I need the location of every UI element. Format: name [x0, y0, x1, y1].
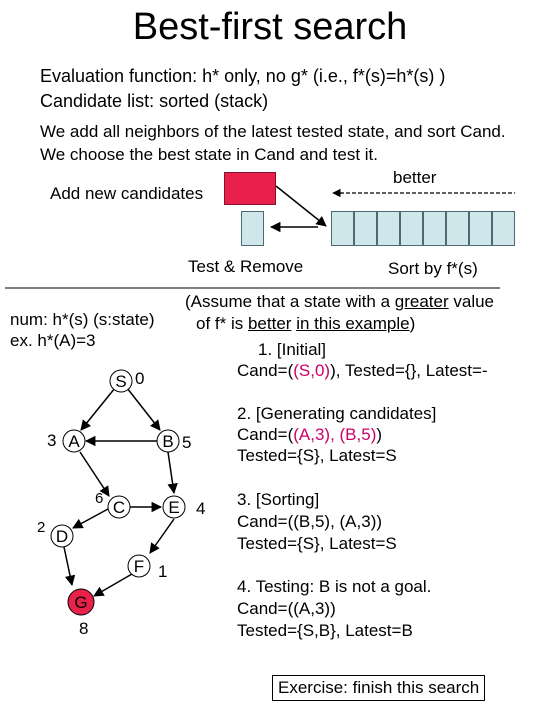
- node-s-h: 0: [135, 369, 144, 388]
- node-d-label: D: [56, 527, 68, 546]
- assume-note-line-2: of f* is better in this example): [196, 314, 416, 333]
- cand-cell: [492, 211, 515, 246]
- edge-s-b: [126, 387, 161, 431]
- node-a-label: A: [68, 432, 80, 451]
- cand-cell: [331, 211, 354, 246]
- better-label: better: [393, 168, 437, 187]
- node-e-label: E: [168, 498, 179, 517]
- node-b-h: 5: [182, 433, 191, 452]
- step-1-title: 1. [Initial]: [258, 340, 327, 359]
- step-2-cand: Cand=((A,3), (B,5)): [237, 425, 383, 444]
- node-g-label: G: [74, 593, 87, 612]
- step-3-title: 3. [Sorting]: [237, 490, 320, 509]
- cand-cell: [354, 211, 377, 246]
- edge-f-g: [93, 573, 133, 597]
- step-1-cand: Cand=((S,0)), Tested={}, Latest=-: [237, 361, 488, 380]
- node-c-label: C: [113, 498, 125, 517]
- add-new-candidates-label: Add new candidates: [50, 184, 204, 203]
- graph-node: D 2: [37, 519, 74, 548]
- step-4-cand: Cand=((A,3)): [237, 599, 336, 618]
- tested-state-box: [241, 211, 264, 246]
- edge-a-c: [79, 451, 110, 497]
- node-c-h: 6: [95, 490, 103, 507]
- num-note: num: h*(s) (s:state): [10, 310, 155, 329]
- add-arrow: [275, 185, 327, 227]
- graph-node: C 6: [95, 490, 131, 519]
- test-remove-label: Test & Remove: [188, 257, 304, 276]
- graph-node: A 3: [47, 429, 86, 453]
- edge-c-d: [72, 508, 109, 529]
- graph-node: F 1: [127, 554, 167, 581]
- cand-cell: [377, 211, 400, 246]
- edge-d-g: [63, 546, 76, 587]
- intro-line-3: We add all neighbors of the latest teste…: [40, 122, 506, 141]
- edge-b-e: [167, 451, 178, 495]
- graph-node: G 8: [67, 588, 95, 638]
- step-2-title: 2. [Generating candidates]: [237, 404, 437, 423]
- graph-node: S 0: [109, 369, 144, 393]
- node-f-label: F: [134, 557, 144, 576]
- step-4-title: 4. Testing: B is not a goal.: [237, 577, 432, 596]
- graph-node: E 4: [162, 495, 205, 519]
- step-3-cand: Cand=((B,5), (A,3)): [237, 512, 383, 531]
- graph-node: B 5: [156, 429, 191, 453]
- cand-cell: [446, 211, 469, 246]
- intro-line-4: We choose the best state in Cand and tes…: [40, 145, 378, 164]
- intro-line-1: Evaluation function: h* only, no g* (i.e…: [40, 66, 446, 86]
- edge-s-a: [80, 387, 116, 431]
- sort-by-label: Sort by f*(s): [388, 259, 478, 278]
- node-e-h: 4: [196, 499, 205, 518]
- new-candidates-box: [224, 172, 276, 205]
- step-4-tested: Tested={S,B}, Latest=B: [237, 621, 413, 640]
- node-s-label: S: [115, 372, 126, 391]
- edge-e-f: [149, 518, 175, 554]
- cand-cell: [400, 211, 423, 246]
- page-title: Best-first search: [132, 6, 408, 48]
- node-b-label: B: [162, 432, 173, 451]
- exercise-box: Exercise: finish this search: [272, 675, 486, 701]
- example-note: ex. h*(A)=3: [10, 331, 96, 350]
- step-3-tested: Tested={S}, Latest=S: [237, 534, 397, 553]
- node-f-h: 1: [158, 562, 167, 581]
- node-g-h: 8: [79, 619, 88, 638]
- cand-cell: [469, 211, 492, 246]
- cand-cell: [423, 211, 446, 246]
- intro-line-2: Candidate list: sorted (stack): [40, 91, 269, 111]
- node-d-h: 2: [37, 519, 45, 536]
- step-2-tested: Tested={S}, Latest=S: [237, 446, 397, 465]
- assume-note-line-1: (Assume that a state with a greater valu…: [185, 292, 495, 311]
- goal-node-circle: [67, 588, 95, 616]
- node-a-h: 3: [47, 431, 56, 450]
